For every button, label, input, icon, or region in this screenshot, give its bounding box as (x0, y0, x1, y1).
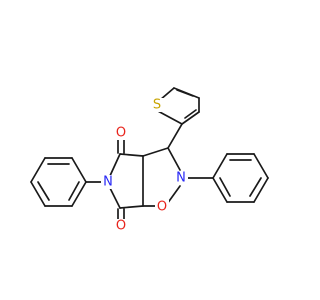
molecule-structure: O O N N O S (30, 87, 269, 234)
ph2-b3 (253, 153, 269, 179)
atom-n-imide: N (101, 175, 115, 190)
bond-c3a-c3 (142, 147, 169, 157)
atom-o-ketone-top: O (114, 126, 127, 141)
ph1-b3 (30, 157, 46, 183)
atom-o-ketone-bottom: O (114, 219, 127, 234)
bond-c4-n5 (108, 153, 121, 179)
bond-c6-c6a (119, 205, 144, 209)
th-b1 (181, 111, 200, 125)
bond-n2-o1 (166, 185, 181, 205)
ph2-d2 (249, 177, 262, 197)
atom-o-ketone-top-label: O (116, 126, 126, 141)
atom-n-isoxazolidine: N (174, 171, 188, 186)
ph2-b4 (253, 177, 269, 203)
bond-c3a-c4 (119, 153, 144, 157)
th-d1 (184, 109, 197, 119)
th-b5 (155, 109, 183, 125)
ph1-d3 (68, 181, 80, 201)
atom-n-isoxazolidine-label: N (176, 171, 186, 186)
atom-s-thiophene-label: S (153, 98, 161, 113)
bond-c3-th (167, 123, 183, 149)
bonds (30, 87, 269, 221)
ph1-b1 (71, 157, 87, 183)
ph2-b1 (212, 153, 228, 179)
ph2-d3 (219, 177, 231, 197)
atom-labels: O O N N O S (101, 98, 188, 234)
bond-n5-c6 (108, 185, 121, 209)
ph1-b6 (71, 181, 87, 207)
ph2-b6 (212, 177, 228, 203)
bond-c3-n2 (167, 147, 181, 171)
molecule-svg: O O N N O S (30, 87, 269, 234)
atom-o-isoxazolidine-label: O (157, 200, 167, 215)
atom-s-thiophene: S (151, 98, 164, 113)
ph1-d2 (37, 181, 50, 201)
atom-o-ketone-bottom-label: O (116, 219, 126, 234)
ph1-b4 (30, 181, 46, 207)
atom-o-isoxazolidine: O (155, 200, 169, 215)
th-d2 (176, 89, 194, 97)
atom-n-imide-label: N (103, 175, 113, 190)
